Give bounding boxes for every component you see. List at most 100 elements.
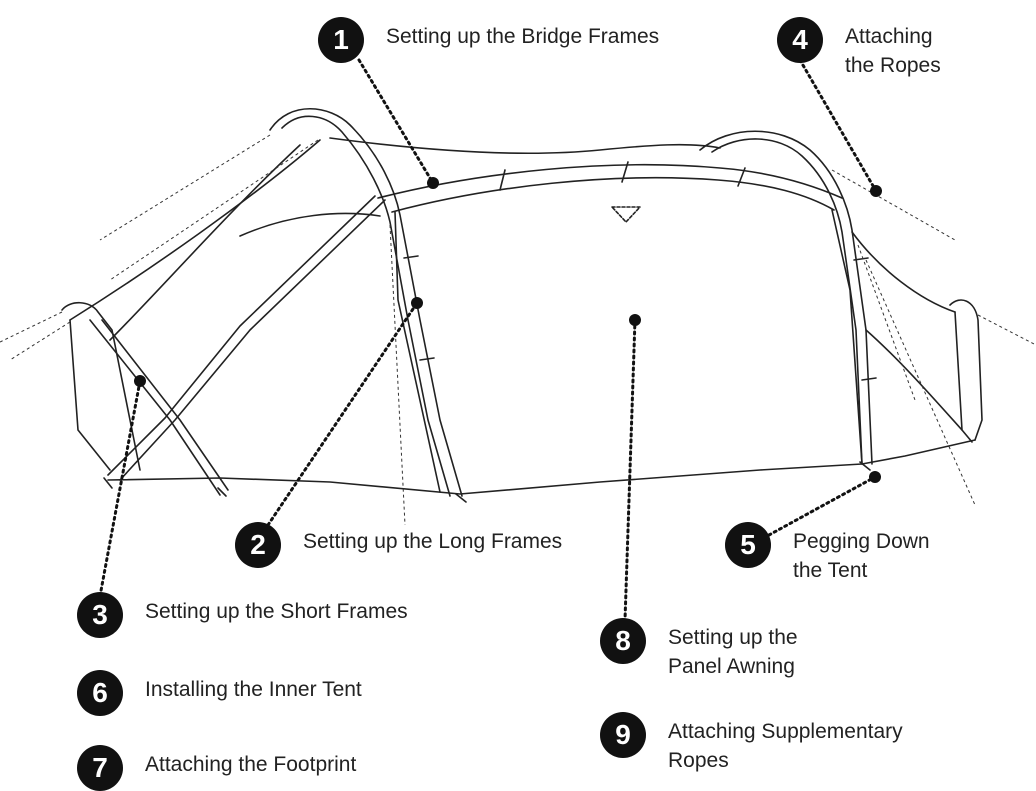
fly-sheet-left-drape xyxy=(69,139,321,321)
step-label-line: Panel Awning xyxy=(668,655,795,678)
rope-right-top xyxy=(831,169,956,241)
bridge-frame xyxy=(377,163,843,199)
step-number-badge: 8 xyxy=(600,618,646,664)
leader-4 xyxy=(798,58,878,193)
step-number-badge: 4 xyxy=(777,17,823,63)
step-label-line: Attaching xyxy=(845,25,933,48)
rope-right-down-2 xyxy=(865,259,976,506)
step-label-line: Attaching the Footprint xyxy=(145,753,357,776)
leader-8 xyxy=(623,318,637,622)
leader-5 xyxy=(767,475,877,537)
bridge-clip-1 xyxy=(499,169,506,191)
right-drape xyxy=(851,231,956,313)
bridge-clip-2 xyxy=(621,161,629,183)
bridge-clip-3 xyxy=(737,167,746,187)
left-side-panel xyxy=(239,212,381,237)
peg-left-2 xyxy=(217,487,227,497)
step-label-line: Setting up the Short Frames xyxy=(145,600,408,623)
step-7: 7 Attaching the Footprint xyxy=(77,745,356,791)
leader-3 xyxy=(98,379,142,598)
bridge-frame-inner xyxy=(391,176,835,213)
guy-ropes xyxy=(0,134,1036,526)
rope-right-down-1 xyxy=(857,244,916,401)
step-number-badge: 5 xyxy=(725,522,771,568)
step-label: Pegging Down the Tent xyxy=(793,522,930,585)
step-label: Attaching Supplementary Ropes xyxy=(668,712,903,775)
callout-dots xyxy=(134,177,882,483)
fly-sheet-top xyxy=(329,137,721,155)
fly-sheet-left-drape-2 xyxy=(109,144,301,341)
step-8: 8 Setting up the Panel Awning xyxy=(600,618,798,681)
step-label: Attaching the Footprint xyxy=(145,745,356,779)
left-vestibule-wall xyxy=(69,319,111,471)
front-arch-inner xyxy=(281,115,451,497)
step-label-line: Attaching Supplementary xyxy=(668,720,903,743)
vent-triangle xyxy=(611,206,641,223)
front-arch-outer xyxy=(269,108,463,497)
rear-arch-inner xyxy=(711,138,863,465)
step-1: 1 Setting up the Bridge Frames xyxy=(318,17,659,63)
step-label-line: Pegging Down xyxy=(793,530,930,553)
step-number-badge: 7 xyxy=(77,745,123,791)
tent-line-art xyxy=(61,108,983,503)
left-vestibule xyxy=(61,301,141,471)
right-drape-2 xyxy=(865,329,963,431)
step-9: 9 Attaching Supplementary Ropes xyxy=(600,712,903,775)
right-vestibule-wall xyxy=(954,311,973,443)
dot-short-frame xyxy=(134,375,146,387)
step-label: Setting up the Long Frames xyxy=(303,522,562,556)
front-arch-clip-2 xyxy=(419,357,435,361)
peg-left-1 xyxy=(103,477,113,489)
step-label: Setting up the Bridge Frames xyxy=(386,17,659,51)
step-label-line: Installing the Inner Tent xyxy=(145,678,362,701)
peg-center xyxy=(455,493,467,503)
step-label-line: the Tent xyxy=(793,559,868,582)
step-6: 6 Installing the Inner Tent xyxy=(77,670,362,716)
step-5: 5 Pegging Down the Tent xyxy=(725,522,930,585)
short-frame-cross-d xyxy=(107,195,376,476)
rope-left-top-1 xyxy=(99,134,271,241)
step-4: 4 Attaching the Ropes xyxy=(777,17,941,80)
short-frame-cross-c xyxy=(119,199,386,481)
step-label-line: the Ropes xyxy=(845,54,941,77)
step-label: Installing the Inner Tent xyxy=(145,670,362,704)
front-arch-clip-1 xyxy=(403,255,419,259)
rear-arch-clip-2 xyxy=(861,377,877,381)
rope-right-vestibule xyxy=(977,314,1036,346)
rope-front-down xyxy=(389,224,406,526)
callout-leaders xyxy=(98,58,878,622)
leader-2 xyxy=(266,301,419,527)
step-number-badge: 1 xyxy=(318,17,364,63)
step-2: 2 Setting up the Long Frames xyxy=(235,522,562,568)
rope-left-vestibule-1 xyxy=(0,311,63,343)
step-number-badge: 2 xyxy=(235,522,281,568)
ground-outline xyxy=(107,439,976,495)
step-3: 3 Setting up the Short Frames xyxy=(77,592,408,638)
main-panel-left-edge xyxy=(394,211,441,493)
dot-panel xyxy=(629,314,641,326)
step-number-badge: 6 xyxy=(77,670,123,716)
dot-long-frame xyxy=(411,297,423,309)
main-panel-right-edge xyxy=(831,209,863,465)
rear-arch-outer xyxy=(699,130,873,465)
leader-1 xyxy=(357,58,435,185)
step-label-line: Setting up the Long Frames xyxy=(303,530,563,553)
step-label-line: Ropes xyxy=(668,749,729,772)
rope-left-vestibule-2 xyxy=(9,321,71,361)
step-label: Setting up the Panel Awning xyxy=(668,618,798,681)
rear-arch-clip-1 xyxy=(853,257,869,261)
step-label-line: Setting up the Bridge Frames xyxy=(386,25,660,48)
step-label: Setting up the Short Frames xyxy=(145,592,408,626)
step-number-badge: 9 xyxy=(600,712,646,758)
step-label: Attaching the Ropes xyxy=(845,17,941,80)
step-label-line: Setting up the xyxy=(668,626,798,649)
peg-right xyxy=(859,461,871,471)
dot-peg xyxy=(869,471,881,483)
dot-ropes xyxy=(870,185,882,197)
dot-bridge-frame xyxy=(427,177,439,189)
short-frame-cross-b xyxy=(101,319,229,491)
step-number-badge: 3 xyxy=(77,592,123,638)
right-vestibule xyxy=(949,299,983,441)
